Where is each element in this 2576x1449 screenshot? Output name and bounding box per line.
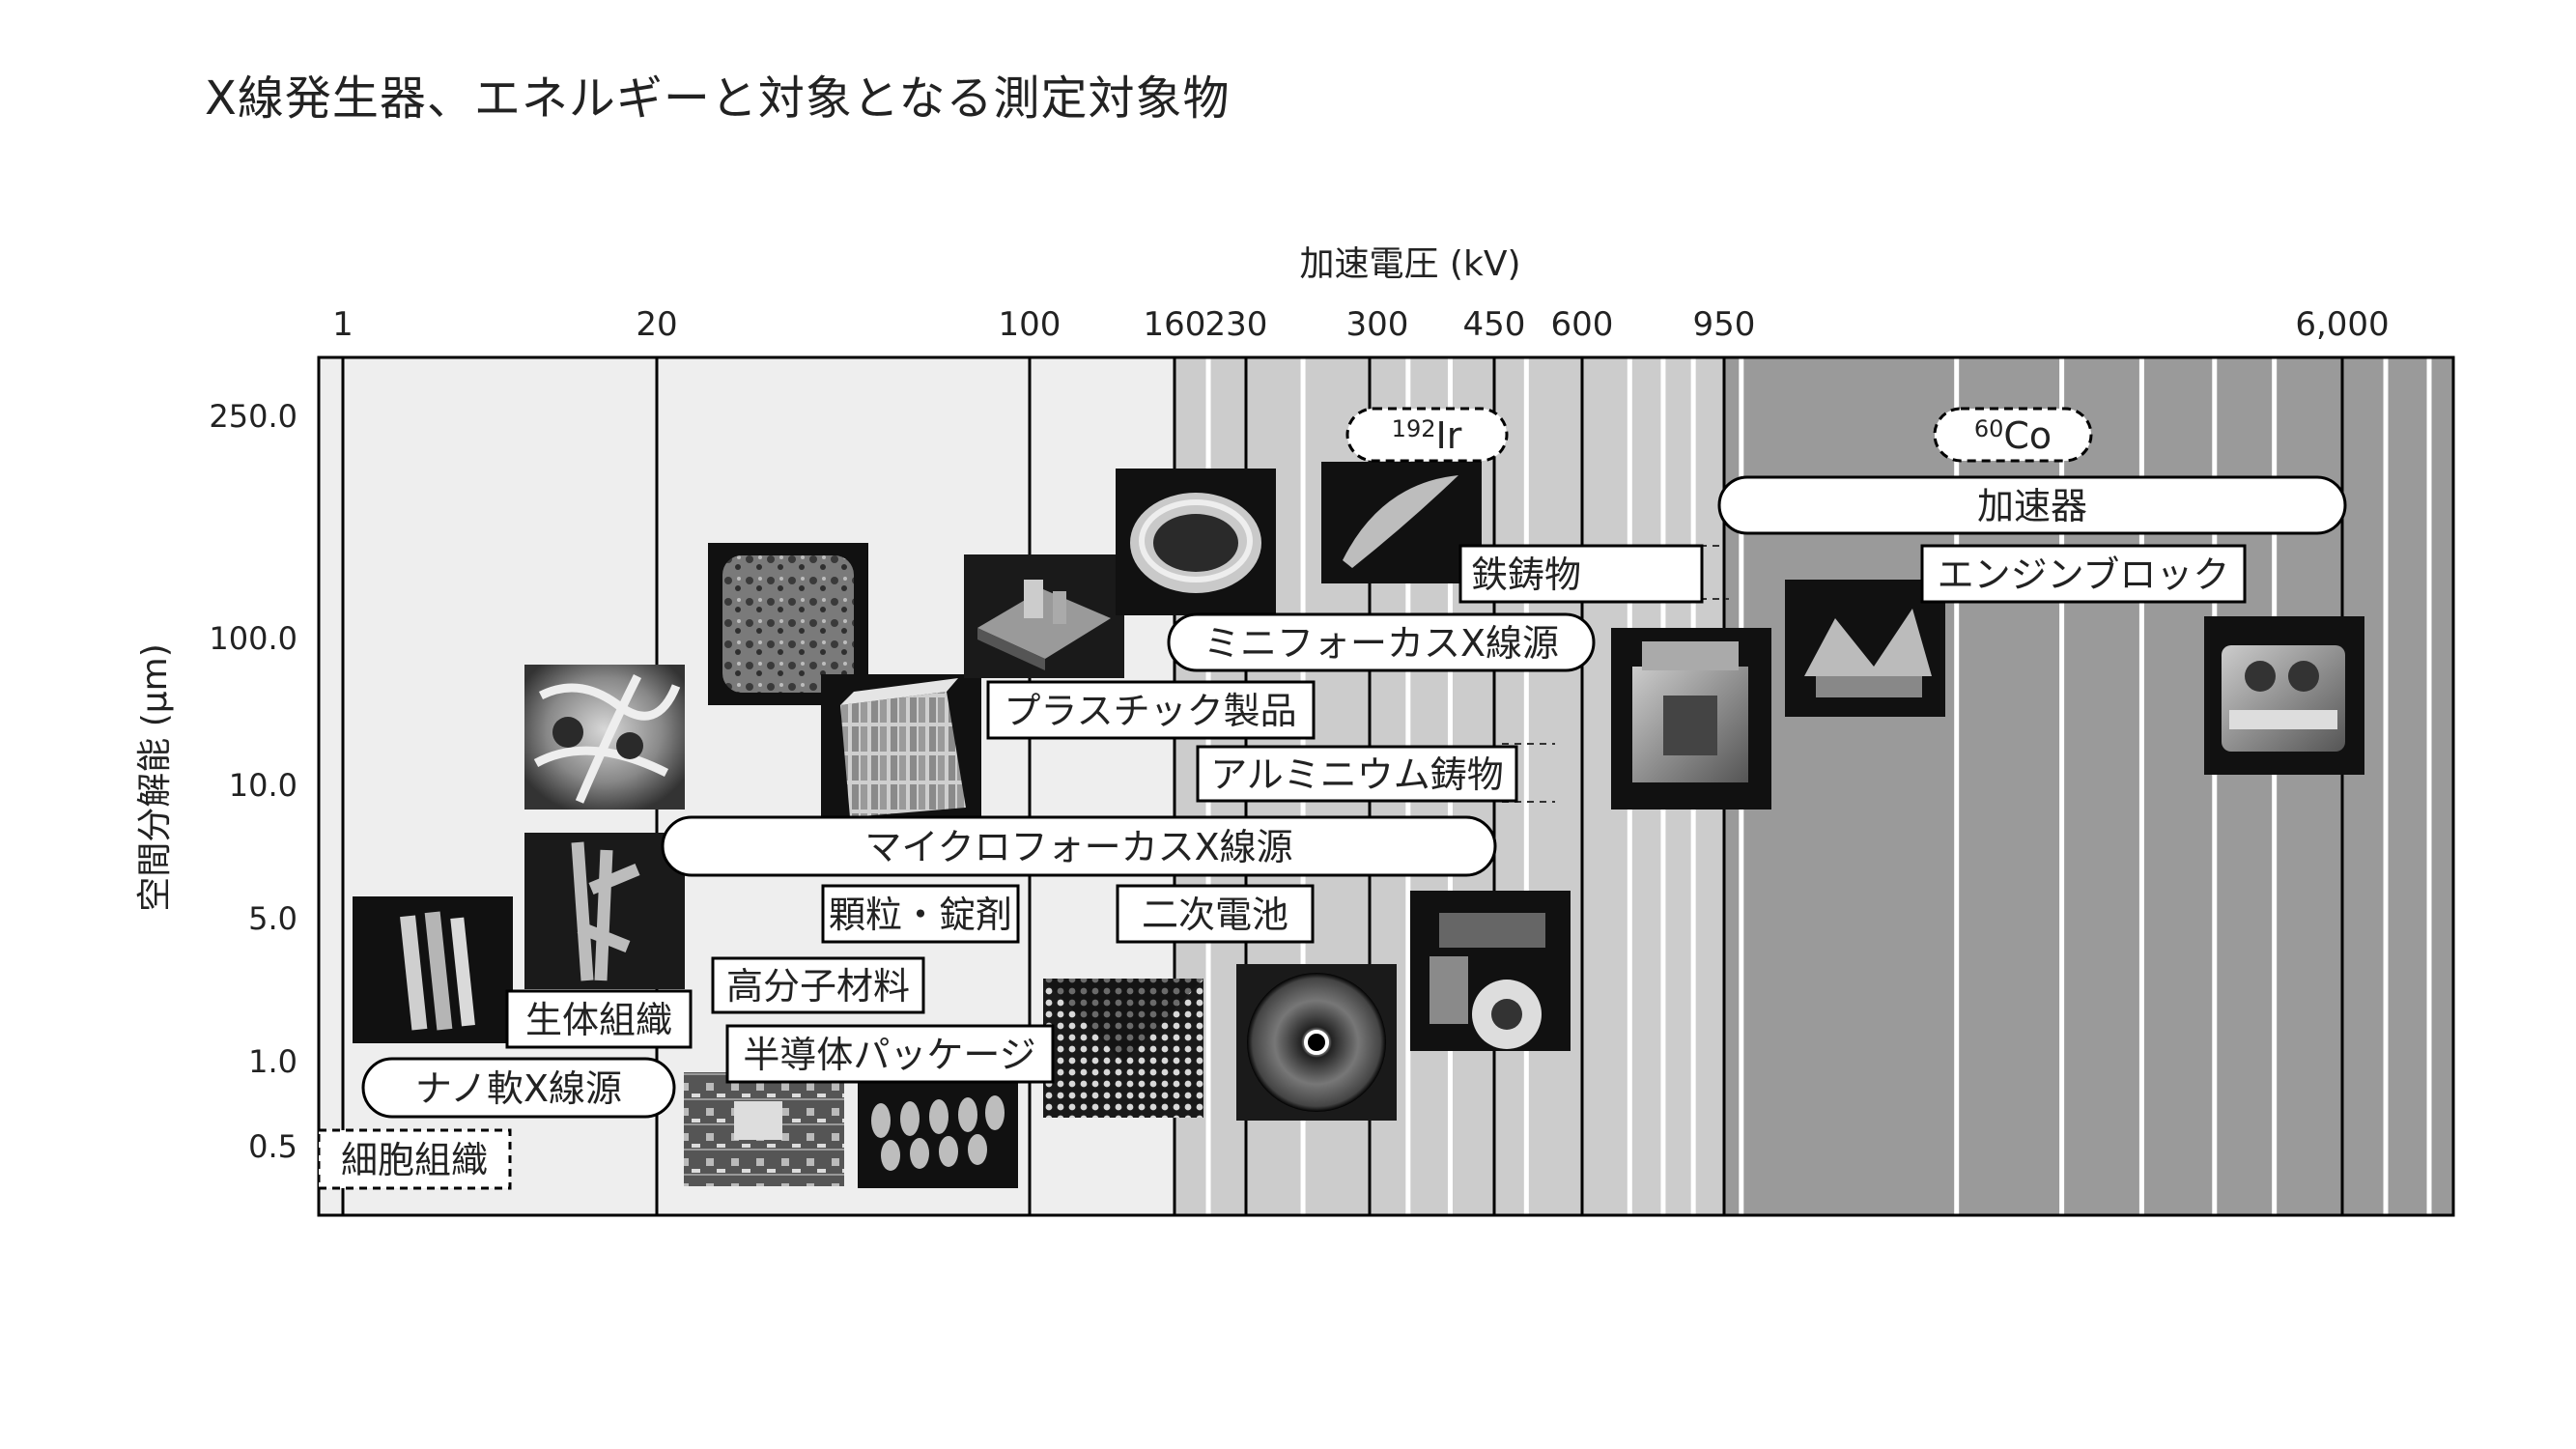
label-plastic: プラスチック製品 [986, 680, 1316, 740]
svg-text:加速器: 加速器 [1977, 485, 2087, 527]
thumb-honeycomb [1043, 979, 1203, 1118]
thumb-pcb [684, 1072, 844, 1186]
x-tick-label: 6,000 [2295, 305, 2389, 344]
label-granules: 顆粒・錠剤 [821, 884, 1020, 944]
label-cell-tissue: 細胞組織 [317, 1128, 512, 1190]
svg-text:鉄鋳物: 鉄鋳物 [1471, 554, 1581, 596]
y-axis-label: 空間分解能 (μm) [135, 643, 175, 912]
svg-text:二次電池: 二次電池 [1142, 894, 1288, 936]
source-minifocus: ミニフォーカスX線源 [1167, 612, 1596, 672]
thumb-bone [524, 665, 685, 810]
label-aluminum: アルミニウム鋳物 [1196, 745, 1518, 803]
thumb-pills [858, 1072, 1018, 1188]
source-accelerator: 加速器 [1717, 475, 2347, 535]
plot-frame [317, 355, 2455, 1217]
label-battery: 二次電池 [1116, 884, 1315, 944]
source-co60: 60Co [1933, 407, 2093, 463]
x-tick-label: 100 [999, 305, 1062, 344]
svg-text:細胞組織: 細胞組織 [341, 1139, 488, 1181]
svg-text:マイクロフォーカスX線源: マイクロフォーカスX線源 [864, 826, 1292, 868]
y-tick-labels: 250.0 100.0 10.0 5.0 1.0 0.5 [209, 398, 297, 1165]
thumb-nanotube [353, 896, 513, 1043]
thumb-engine [2204, 616, 2364, 775]
label-bio-tissue: 生体組織 [505, 989, 693, 1049]
thumb-trabecular [524, 833, 685, 989]
thumb-turbine-blade [1321, 462, 1482, 583]
thumb-bearing [1116, 469, 1276, 615]
thumb-transformer [1611, 628, 1771, 810]
svg-text:60Co: 60Co [1974, 414, 2052, 457]
x-tick-label: 950 [1693, 305, 1756, 344]
y-tick-label: 0.5 [248, 1128, 297, 1165]
y-tick-label: 100.0 [209, 620, 297, 657]
thumb-plastic-part [964, 554, 1124, 678]
source-nano-soft: ナノ軟X線源 [361, 1057, 676, 1119]
source-ir192: 192Ir [1345, 407, 1509, 463]
y-tick-label: 5.0 [248, 900, 297, 937]
label-polymer: 高分子材料 [711, 956, 925, 1014]
y-tick-label: 250.0 [209, 398, 297, 435]
label-engine: エンジンブロック [1920, 544, 2247, 604]
svg-text:エンジンブロック: エンジンブロック [1938, 554, 2230, 596]
svg-text:192Ir: 192Ir [1392, 414, 1462, 457]
x-axis-label: 加速電圧 (kV) [1299, 244, 1520, 284]
object-thumbnails [353, 462, 2364, 1188]
label-iron: 鉄鋳物 [1458, 544, 1704, 604]
object-labels: 細胞組織 生体組織 高分子材料 半導体パッケージ 顆粒・錠剤 二次電池 プラスチ… [317, 544, 2247, 1190]
x-tick-label: 20 [636, 305, 677, 344]
svg-text:顆粒・錠剤: 顆粒・錠剤 [829, 894, 1012, 936]
svg-text:アルミニウム鋳物: アルミニウム鋳物 [1210, 753, 1504, 796]
page-title: X線発生器、エネルギーと対象となる測定対象物 [205, 71, 1231, 126]
svg-text:生体組織: 生体組織 [525, 999, 672, 1041]
thumb-manifold [1785, 580, 1945, 717]
y-tick-label: 10.0 [229, 767, 297, 804]
thumb-cell-stack [821, 674, 981, 817]
xray-sources: ナノ軟X線源 マイクロフォーカスX線源 ミニフォーカスX線源 加速器 192Ir… [361, 407, 2347, 1119]
thumb-battery [1236, 964, 1397, 1121]
x-tick-label: 1 [332, 305, 354, 344]
svg-text:プラスチック製品: プラスチック製品 [1004, 690, 1296, 732]
thumb-connector [1410, 891, 1571, 1051]
svg-text:ナノ軟X線源: ナノ軟X線源 [415, 1067, 622, 1110]
svg-text:ミニフォーカスX線源: ミニフォーカスX線源 [1203, 622, 1559, 665]
x-tick-label: 300 [1346, 305, 1409, 344]
x-tick-label: 600 [1551, 305, 1614, 344]
x-tick-label: 160 [1144, 305, 1206, 344]
y-tick-label: 1.0 [248, 1043, 297, 1080]
svg-text:半導体パッケージ: 半導体パッケージ [743, 1034, 1035, 1076]
source-microfocus: マイクロフォーカスX線源 [661, 815, 1497, 877]
x-tick-label: 450 [1463, 305, 1526, 344]
x-tick-label: 230 [1205, 305, 1268, 344]
svg-text:高分子材料: 高分子材料 [726, 965, 910, 1008]
label-semiconductor: 半導体パッケージ [725, 1024, 1055, 1084]
